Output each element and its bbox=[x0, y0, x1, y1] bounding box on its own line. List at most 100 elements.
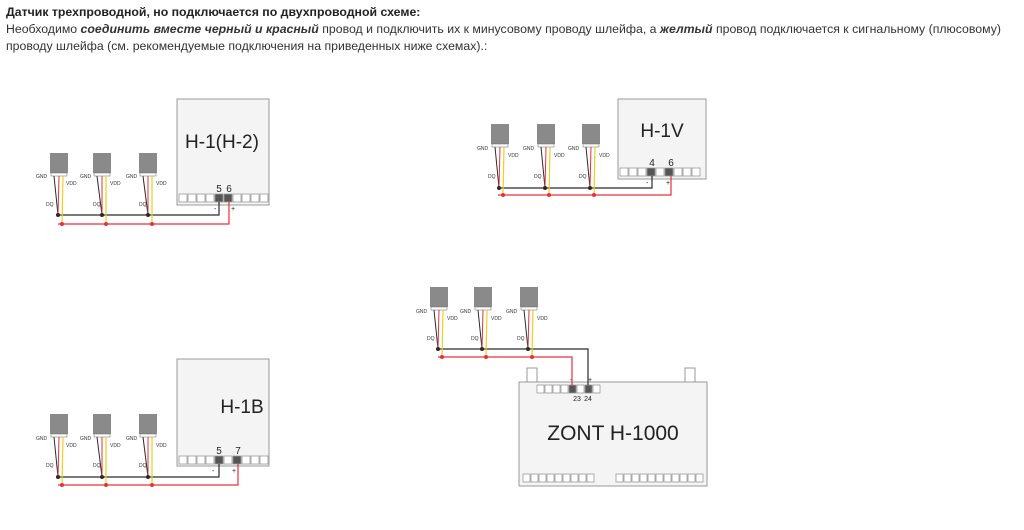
sensor-pin-label-vdd: VDD bbox=[66, 181, 77, 187]
sensor-body bbox=[491, 124, 509, 144]
sensor-pin-label-gnd: GND bbox=[36, 174, 48, 180]
sensor-pin-label-vdd: VDD bbox=[66, 443, 77, 449]
sensor-pin-label-vdd: VDD bbox=[554, 153, 565, 159]
device-title: H-1(H-2) bbox=[185, 132, 259, 153]
sensor-pin-label-gnd: GND bbox=[506, 309, 518, 315]
plus-sign: + bbox=[588, 377, 592, 384]
plus-bus-wire bbox=[498, 176, 672, 196]
pin-label-plus-side: 6 bbox=[668, 158, 674, 169]
paragraph-part-2: провод и подключить их к минусовому пров… bbox=[318, 22, 660, 36]
terminal-strip bbox=[619, 167, 701, 177]
sensor-pin-label-dq: DQ bbox=[93, 202, 101, 208]
device-title: H-1V bbox=[640, 121, 684, 142]
pin-label-plus-side: 24 bbox=[584, 396, 592, 403]
diagram-h1: H-1(H-2) 5 6 - + GND VDD DQ bbox=[36, 98, 270, 226]
bottom-terminal-strip bbox=[522, 473, 704, 483]
sensor-body bbox=[520, 287, 538, 307]
pin-label-minus-side: 23 bbox=[573, 396, 581, 403]
sensor-pin-label-gnd: GND bbox=[80, 436, 92, 442]
emphasis-yellow-wire: желтый bbox=[659, 22, 713, 36]
sensor-3: GND VDD DQ bbox=[568, 124, 610, 197]
sensor-body bbox=[139, 153, 157, 173]
sensor-pin-label-vdd: VDD bbox=[110, 443, 121, 449]
sensor-pin-label-vdd: VDD bbox=[156, 443, 167, 449]
sensor-body bbox=[50, 153, 68, 173]
pin-label-plus-side: 7 bbox=[235, 446, 241, 457]
plus-sign: + bbox=[231, 206, 235, 213]
mount-tab-right bbox=[684, 367, 696, 383]
sensor-3: GND VDD DQ bbox=[506, 287, 548, 359]
sensor-pin-label-dq: DQ bbox=[471, 336, 479, 342]
section-heading: Датчик трехпроводной, но подключается по… bbox=[6, 5, 421, 19]
sensor-pin-label-gnd: GND bbox=[523, 146, 535, 152]
minus-bus-wire bbox=[58, 202, 220, 216]
sensor-pin-label-dq: DQ bbox=[46, 463, 54, 469]
sensor-2: GND VDD DQ bbox=[523, 124, 565, 197]
sensor-pin-label-gnd: GND bbox=[126, 174, 138, 180]
sensor-pin-label-gnd: GND bbox=[36, 436, 48, 442]
mount-tab-left bbox=[526, 367, 538, 383]
sensor-body bbox=[474, 287, 492, 307]
sensor-pin-label-dq: DQ bbox=[139, 202, 147, 208]
device-box bbox=[518, 381, 708, 487]
minus-bus-wire bbox=[438, 348, 589, 385]
pin-label-plus-side: 6 bbox=[226, 184, 232, 195]
plus-bus-wire bbox=[58, 202, 230, 225]
sensor-1: GND VDD DQ bbox=[477, 124, 519, 197]
sensor-pin-label-gnd: GND bbox=[568, 146, 580, 152]
sensor-pin-label-dq: DQ bbox=[534, 174, 542, 180]
device-box bbox=[176, 98, 270, 206]
emphasis-join-wires: соединить вместе черный и красный bbox=[80, 22, 319, 36]
sensor-pin-label-vdd: VDD bbox=[156, 181, 167, 187]
sensor-pin-label-dq: DQ bbox=[427, 336, 435, 342]
pin-label-minus-side: 5 bbox=[216, 184, 222, 195]
sensor-1: GND VDD DQ bbox=[36, 153, 77, 226]
sensor-pin-label-vdd: VDD bbox=[491, 316, 502, 322]
paragraph-part-1: Необходимо bbox=[6, 22, 81, 36]
sensor-pin-label-vdd: VDD bbox=[447, 316, 458, 322]
minus-bus-wire bbox=[58, 464, 220, 478]
top-terminal-strip bbox=[536, 384, 601, 394]
sensor-pin-label-dq: DQ bbox=[579, 174, 587, 180]
sensor-pin-label-dq: DQ bbox=[93, 463, 101, 469]
device-title: ZONT H-1000 bbox=[547, 422, 679, 445]
sensor-1: GND VDD DQ bbox=[36, 414, 77, 487]
sensor-pin-label-gnd: GND bbox=[80, 174, 92, 180]
plus-sign: + bbox=[232, 468, 236, 475]
sensor-3: GND VDD DQ bbox=[126, 153, 167, 226]
sensor-2: GND VDD DQ bbox=[460, 287, 502, 359]
description-block: Датчик трехпроводной, но подключается по… bbox=[6, 4, 1018, 55]
sensor-2: GND VDD DQ bbox=[80, 153, 121, 226]
sensor-pin-label-vdd: VDD bbox=[508, 153, 519, 159]
sensor-body bbox=[430, 287, 448, 307]
diagram-zont: ZONT H-1000 23 24 - + GND VDD DQ bbox=[416, 287, 708, 487]
sensor-pin-label-gnd: GND bbox=[477, 146, 489, 152]
sensor-pin-label-dq: DQ bbox=[139, 463, 147, 469]
sensor-2: GND VDD DQ bbox=[80, 414, 121, 487]
plus-sign: + bbox=[666, 180, 670, 187]
sensor-3: GND VDD DQ bbox=[126, 414, 167, 487]
sensor-pin-label-gnd: GND bbox=[126, 436, 138, 442]
sensor-body bbox=[93, 153, 111, 173]
sensor-pin-label-dq: DQ bbox=[488, 174, 496, 180]
minus-sign: - bbox=[212, 468, 215, 475]
pin-label-minus-side: 5 bbox=[216, 446, 222, 457]
device-title: H-1B bbox=[220, 397, 263, 418]
pin-label-minus-side: 4 bbox=[649, 158, 655, 169]
diagram-h1v: H-1V 4 6 - + GND VDD DQ bbox=[477, 98, 707, 197]
plus-bus-wire bbox=[438, 356, 573, 385]
sensor-body bbox=[50, 414, 68, 434]
sensor-pin-label-vdd: VDD bbox=[110, 181, 121, 187]
diagram-h1b: H-1B 5 7 - + GND VDD DQ bbox=[36, 358, 270, 487]
sensor-pin-label-dq: DQ bbox=[517, 336, 525, 342]
sensor-pin-label-vdd: VDD bbox=[537, 316, 548, 322]
terminal-strip bbox=[178, 193, 269, 203]
minus-sign: - bbox=[646, 180, 649, 187]
sensor-1: GND VDD DQ bbox=[416, 287, 458, 359]
sensor-pin-label-dq: DQ bbox=[46, 202, 54, 208]
instruction-paragraph: Необходимо соединить вместе черный и кра… bbox=[6, 21, 1018, 55]
plus-bus-wire bbox=[58, 464, 239, 486]
sensor-pin-label-gnd: GND bbox=[416, 309, 428, 315]
device-box bbox=[617, 98, 707, 180]
